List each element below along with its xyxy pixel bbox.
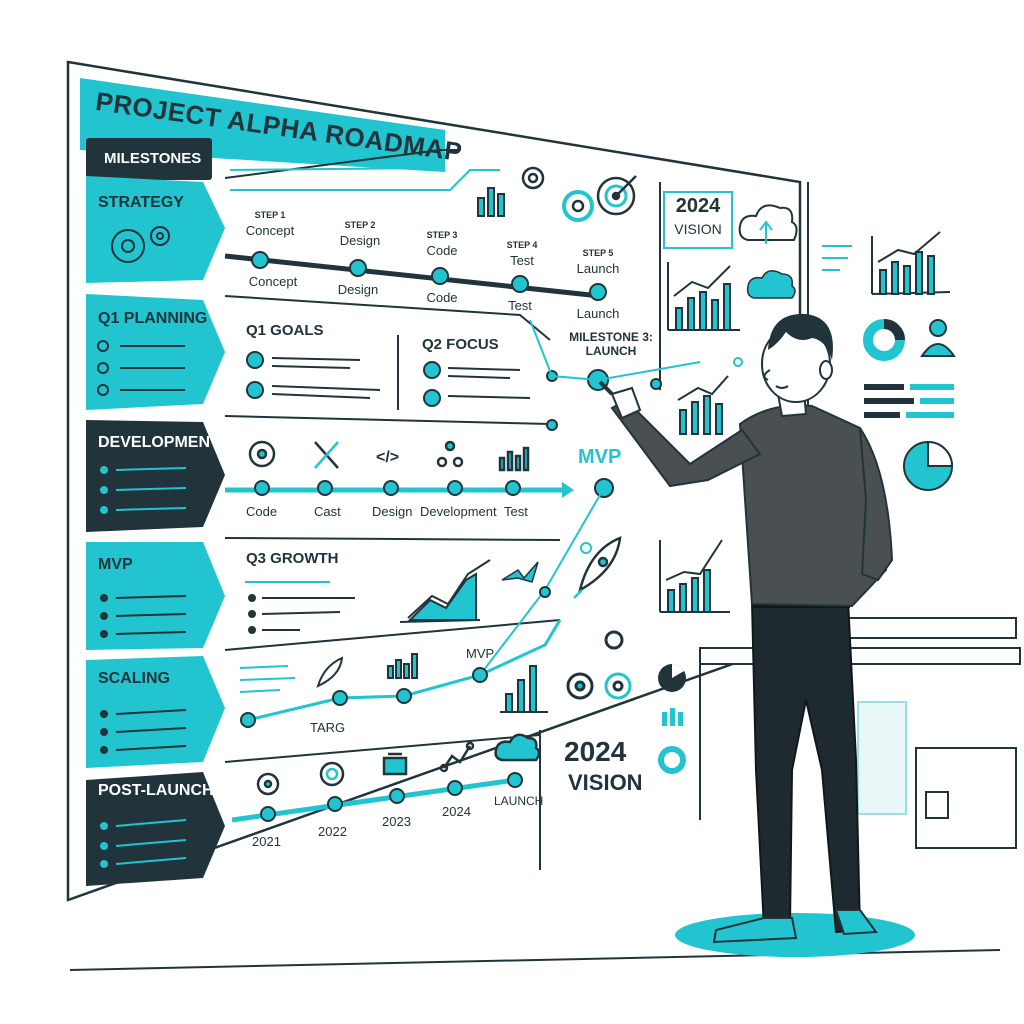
- year-2021: 2021: [252, 834, 281, 849]
- row-chevron-postlaunch: [86, 772, 225, 886]
- list-icon-mvp: [100, 594, 187, 638]
- arrow-icon: [501, 561, 539, 583]
- strategy-step-4-bottom: Test: [508, 298, 532, 313]
- strategy-timeline: [224, 251, 607, 301]
- row-label-mvp: MVP: [98, 556, 133, 573]
- row-chevron-development: [86, 420, 225, 532]
- scaling-mvp-label: MVP: [466, 646, 495, 661]
- year-2024: 2024: [442, 804, 471, 819]
- checklist-icon: [97, 340, 185, 396]
- gear-icon: [521, 166, 594, 222]
- mvp-callout: MVP: [578, 446, 622, 468]
- strategy-step-2-bottom: Design: [337, 282, 379, 297]
- year-2022: 2022: [318, 824, 347, 839]
- q3-list: [245, 581, 355, 634]
- row-label-strategy: STRATEGY: [98, 194, 184, 211]
- wall-bars: [864, 384, 954, 418]
- bar-chart-icon: [477, 187, 505, 217]
- strategy-step-5-bottom: Launch: [576, 306, 620, 321]
- q1-goals-heading: Q1 GOALS: [246, 322, 324, 339]
- vision-text: VISION: [568, 770, 643, 795]
- rocket-icon: [573, 536, 622, 599]
- strategy-step-1-bottom: Concept: [248, 274, 298, 289]
- pie-chart-icon: [903, 440, 954, 491]
- dev-icons: </>: [248, 440, 530, 472]
- list-icon-scaling: [100, 709, 187, 754]
- milestones-tag: MILESTONES: [104, 150, 202, 167]
- postlaunch-icons: [256, 733, 541, 796]
- vision-year: 2024: [564, 736, 627, 767]
- person: [598, 313, 894, 944]
- vision-box-frame: [663, 191, 733, 249]
- rocket-small-icon: [316, 656, 344, 688]
- growth-chart-icon: [667, 262, 740, 331]
- code-icon: </>: [376, 449, 399, 466]
- row-chevron-strategy: [86, 176, 225, 283]
- wall-chart-left: [659, 539, 730, 613]
- cloud-upload-icon: [738, 204, 798, 244]
- bar-chart-small-icon: [387, 653, 418, 679]
- milestones-tag-bg: [86, 138, 212, 180]
- row-label-q1-planning: Q1 PLANNING: [98, 310, 208, 327]
- year-launch: LAUNCH: [494, 794, 544, 808]
- row-label-development: DEVELOPMENT: [98, 434, 220, 451]
- row-label-scaling: SCALING: [98, 670, 170, 687]
- dev-step-code: Code: [246, 504, 278, 519]
- gears-small-icon: [566, 630, 632, 700]
- q3-growth-heading: Q3 GROWTH: [246, 550, 339, 567]
- q1-goals-list: [246, 351, 381, 399]
- gear-icon: [248, 440, 276, 468]
- cloud-icon: [746, 270, 796, 299]
- strategy-step-3-bottom: Code: [426, 290, 458, 305]
- target-icon: [596, 175, 637, 216]
- dev-step-cast: Cast: [314, 504, 341, 519]
- q2-focus-list: [423, 361, 531, 407]
- list-icon-development: [100, 466, 187, 514]
- year-2023: 2023: [382, 814, 411, 829]
- row-label-post-launch: POST-LAUNCH: [98, 782, 214, 799]
- vision-box-text: VISION: [674, 221, 722, 237]
- bar-chart-large-icon: [500, 665, 548, 713]
- gears-icon: [111, 226, 170, 263]
- dev-step-test: Test: [504, 504, 528, 519]
- chart-up-icon: [677, 375, 729, 435]
- scaling-target-label: TARG: [310, 720, 346, 735]
- donut-chart-icon: [863, 319, 905, 361]
- q2-focus-heading: Q2 FOCUS: [422, 336, 499, 353]
- growth-bars-icon: [399, 559, 491, 623]
- room-background: [699, 617, 1021, 849]
- user-icon: [920, 319, 956, 357]
- row-chevron-q1: [86, 294, 225, 410]
- wall-growth-chart: [871, 231, 951, 295]
- small-wall-icons: [658, 664, 686, 774]
- scaling-list: [239, 665, 296, 693]
- list-icon-postlaunch: [100, 819, 187, 868]
- milestone-3-label: MILESTONE 3:LAUNCH: [569, 330, 653, 358]
- dev-step-development: Development: [420, 504, 497, 519]
- dev-step-design: Design: [372, 504, 413, 519]
- vision-box-year: 2024: [675, 195, 721, 217]
